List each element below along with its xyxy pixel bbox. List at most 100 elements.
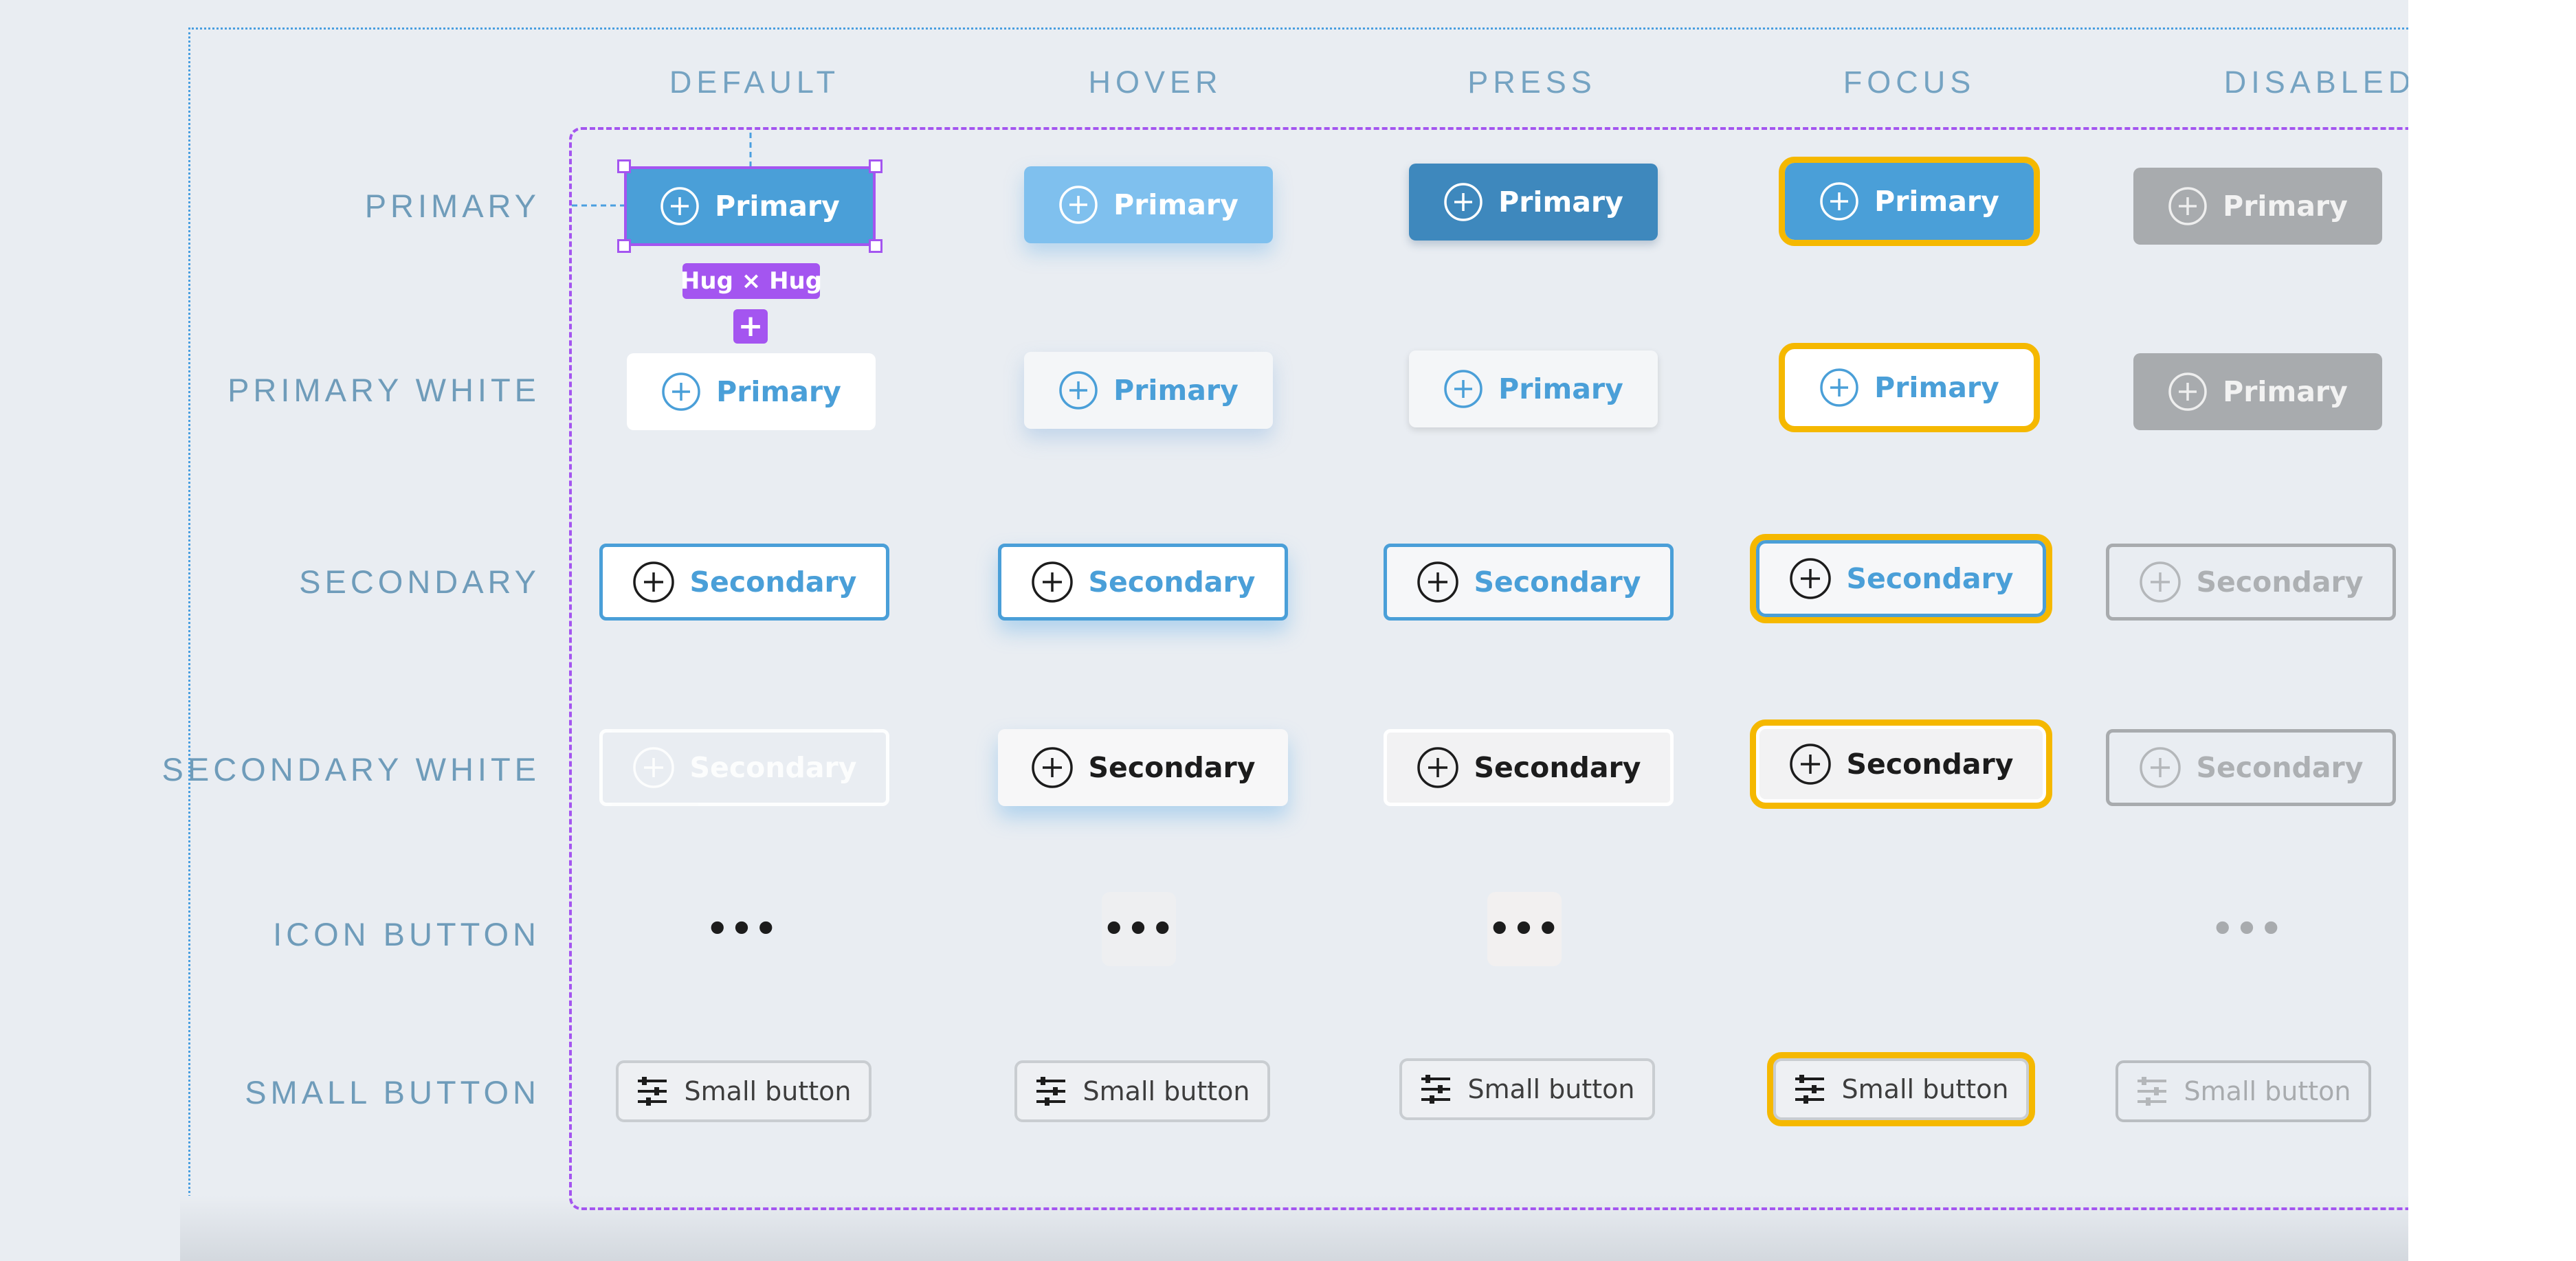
primary-white-button-focus[interactable]: Primary	[1779, 343, 2040, 432]
row-label-primary-white: PRIMARY WHITE	[227, 372, 540, 408]
plus-circle-icon	[1789, 743, 1832, 785]
plus-circle-icon	[1819, 181, 1859, 221]
secondary-button-focus[interactable]: Secondary	[1750, 534, 2052, 623]
row-label-secondary: SECONDARY	[299, 563, 540, 600]
canvas-edge	[2408, 0, 2576, 1261]
resize-handle-top-right[interactable]	[869, 159, 882, 173]
outer-frame-guide	[188, 27, 2408, 1251]
icon-button-disabled: •••	[2210, 892, 2285, 966]
button-label: Secondary	[689, 566, 857, 599]
row-label-small-button: SMALL BUTTON	[245, 1074, 540, 1111]
plus-circle-icon	[632, 746, 675, 789]
row-label-secondary-white: SECONDARY WHITE	[162, 751, 540, 788]
plus-circle-icon	[1031, 561, 1074, 603]
resize-handle-bottom-right[interactable]	[869, 239, 882, 253]
col-header-disabled: DISABLED	[2223, 65, 2416, 100]
plus-circle-icon	[1417, 561, 1459, 603]
plus-circle-icon	[2168, 372, 2208, 412]
secondary-white-button-press[interactable]: Secondary	[1384, 729, 1674, 806]
plus-circle-icon	[660, 186, 700, 226]
icon-button-hover[interactable]: •••	[1102, 892, 1176, 966]
button-label: Primary	[1874, 185, 1999, 218]
secondary-white-button-focus[interactable]: Secondary	[1750, 719, 2052, 809]
plus-circle-icon	[2139, 746, 2181, 789]
primary-button-disabled: Primary	[2133, 168, 2382, 245]
button-label: Primary	[1874, 371, 1999, 404]
button-label: Secondary	[2196, 566, 2364, 599]
button-label: Primary	[1498, 372, 1623, 405]
small-button-hover[interactable]: Small button	[1014, 1060, 1270, 1122]
button-label: Secondary	[689, 751, 857, 784]
col-header-hover: HOVER	[1088, 65, 1223, 100]
button-label: Primary	[2223, 190, 2348, 223]
button-label: Small button	[1467, 1074, 1635, 1104]
secondary-white-button-hover[interactable]: Secondary	[998, 729, 1288, 806]
button-label: Primary	[1498, 186, 1623, 219]
plus-circle-icon	[2168, 186, 2208, 226]
button-label: Primary	[1113, 374, 1239, 407]
primary-button-press[interactable]: Primary	[1409, 164, 1658, 241]
plus-circle-icon	[1031, 746, 1074, 789]
plus-circle-icon	[1443, 182, 1483, 222]
primary-button-default[interactable]: Primary	[625, 168, 874, 245]
plus-circle-icon	[1417, 746, 1459, 789]
button-label: Small button	[1841, 1074, 2009, 1104]
secondary-button-press[interactable]: Secondary	[1384, 544, 1674, 621]
primary-white-button-default[interactable]: Primary	[627, 353, 876, 430]
bottom-shade	[180, 1196, 2408, 1261]
plus-circle-icon	[1058, 185, 1098, 225]
plus-circle-icon	[1058, 370, 1098, 410]
button-label: Small button	[1082, 1076, 1250, 1106]
primary-white-button-disabled: Primary	[2133, 353, 2382, 430]
size-tag-hug[interactable]: Hug × Hug	[680, 263, 822, 299]
button-label: Secondary	[1846, 562, 2014, 595]
secondary-white-button-disabled: Secondary	[2106, 729, 2396, 806]
small-button-disabled: Small button	[2116, 1060, 2371, 1122]
secondary-white-button-default[interactable]: Secondary	[599, 729, 889, 806]
sliders-icon	[1420, 1073, 1452, 1105]
button-label: Primary	[2223, 375, 2348, 408]
row-label-icon-button: ICON BUTTON	[273, 916, 540, 952]
plus-circle-icon	[2139, 561, 2181, 603]
sliders-icon	[2136, 1075, 2168, 1107]
primary-white-button-press[interactable]: Primary	[1409, 350, 1658, 427]
button-label: Primary	[716, 375, 841, 408]
measure-guides	[572, 133, 752, 207]
plus-circle-icon	[1443, 369, 1483, 409]
small-button-focus[interactable]: Small button	[1767, 1052, 2035, 1126]
small-button-default[interactable]: Small button	[616, 1060, 871, 1122]
more-horizontal-icon: •••	[1488, 908, 1561, 950]
button-label: Secondary	[2196, 751, 2364, 784]
button-label: Small button	[2184, 1076, 2351, 1106]
resize-handle-bottom-left[interactable]	[617, 239, 631, 253]
button-label: Secondary	[1088, 751, 1256, 784]
button-label: Secondary	[1474, 751, 1641, 784]
col-header-press: PRESS	[1467, 65, 1597, 100]
col-header-focus: FOCUS	[1843, 65, 1976, 100]
button-label: Primary	[715, 190, 840, 223]
sliders-icon	[1794, 1073, 1825, 1105]
button-label: Small button	[684, 1076, 852, 1106]
icon-button-default[interactable]: •••	[705, 892, 779, 966]
sliders-icon	[636, 1075, 668, 1107]
more-horizontal-icon: •••	[1102, 908, 1175, 950]
plus-circle-icon	[1789, 557, 1832, 600]
plus-circle-icon	[1819, 368, 1859, 408]
secondary-button-default[interactable]: Secondary	[599, 544, 889, 621]
secondary-button-disabled: Secondary	[2106, 544, 2396, 621]
resize-handle-top-left[interactable]	[617, 159, 631, 173]
row-label-primary: PRIMARY	[364, 188, 540, 224]
button-label: Primary	[1113, 188, 1239, 221]
secondary-button-hover[interactable]: Secondary	[998, 544, 1288, 621]
button-label: Secondary	[1846, 748, 2014, 781]
icon-button-press[interactable]: •••	[1487, 892, 1562, 966]
sliders-icon	[1035, 1075, 1067, 1107]
primary-button-focus[interactable]: Primary	[1779, 157, 2040, 246]
small-button-press[interactable]: Small button	[1399, 1058, 1655, 1120]
primary-button-hover[interactable]: Primary	[1024, 166, 1273, 243]
component-set-frame[interactable]	[569, 127, 2408, 1210]
button-label: Secondary	[1474, 566, 1641, 599]
primary-white-button-hover[interactable]: Primary	[1024, 352, 1273, 429]
more-horizontal-icon: •••	[706, 908, 779, 950]
add-auto-layout-button[interactable]: +	[733, 309, 768, 344]
